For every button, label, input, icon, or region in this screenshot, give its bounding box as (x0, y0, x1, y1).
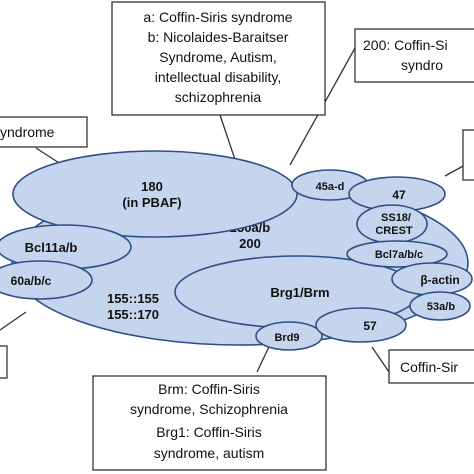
callout-bottom-line3: Brg1: Coffin-Siris (156, 424, 262, 440)
subunit-180-sub-label: (in PBAF) (122, 195, 181, 210)
callout-top-line4: intellectual disability, (155, 69, 282, 85)
subunit-180-label: 180 (141, 179, 163, 194)
callout-top-line2: b: Nicolaides-Baraitser (148, 29, 289, 45)
callout-bottom-line2: syndrome, Schizophrenia (130, 401, 288, 417)
callout-top-line3: Syndrome, Autism, (159, 49, 277, 65)
subunit-60-ellipse (0, 260, 93, 300)
callout-left-box (0, 116, 88, 148)
subunit-actin-label: β-actin (420, 273, 459, 287)
callout-top-right-line1: 200: Coffin-Si (363, 37, 448, 53)
subunit-180-ellipse (12, 150, 298, 238)
subunit-53-ellipse (409, 291, 471, 321)
subunit-45-label: 45a-d (316, 181, 345, 193)
leader-lower-left (0, 311, 27, 331)
subunit-60-label: 60a/b/c (11, 274, 52, 288)
callout-top-line1: a: Coffin-Siris syndrome (143, 9, 292, 25)
callout-bottom-line4: syndrome, autism (154, 445, 264, 461)
subunit-crest-label: CREST (375, 225, 413, 237)
subunit-brg1-label: Brg1/Brm (270, 285, 329, 300)
subunit-200-label: 200 (239, 236, 261, 251)
subunit-57-label: 57 (363, 319, 377, 333)
callout-right-box (462, 129, 474, 181)
leader-right (444, 164, 466, 177)
subunit-ss18-label: SS18/ (381, 212, 411, 224)
callout-top-right-line2: syndro (401, 57, 443, 73)
subunit-155-label: 155::155 (107, 291, 159, 306)
subunit-53-label: 53a/b (427, 301, 455, 313)
callout-top-box (111, 1, 326, 116)
callout-top-line5: schizophrenia (175, 89, 262, 105)
subunit-brd9-label: Brd9 (274, 332, 299, 344)
callout-left-text: yndrome (0, 124, 55, 140)
subunit-bcl7-ellipse (346, 240, 448, 268)
callout-bottom-line1: Brm: Coffin-Siris (158, 381, 260, 397)
subunit-47-label: 47 (392, 188, 406, 202)
callout-bottom-box (92, 375, 327, 471)
callout-bottom-right-box (388, 349, 474, 384)
callout-lower-left-box (0, 345, 8, 379)
subunit-57-ellipse (315, 307, 407, 343)
leader-bottom-right (371, 346, 390, 373)
subunit-bcl11-label: Bcl11a/b (25, 240, 78, 255)
subunit-bcl7-label: Bcl7a/b/c (375, 249, 423, 261)
callout-bottom-right-text: Coffin-Sir (400, 359, 458, 375)
subunit-ss18-ellipse (356, 204, 428, 244)
subunit-brd9-ellipse (255, 321, 323, 351)
callout-top-right-box (354, 28, 474, 83)
subunit-155-170-label: 155::170 (107, 307, 159, 322)
